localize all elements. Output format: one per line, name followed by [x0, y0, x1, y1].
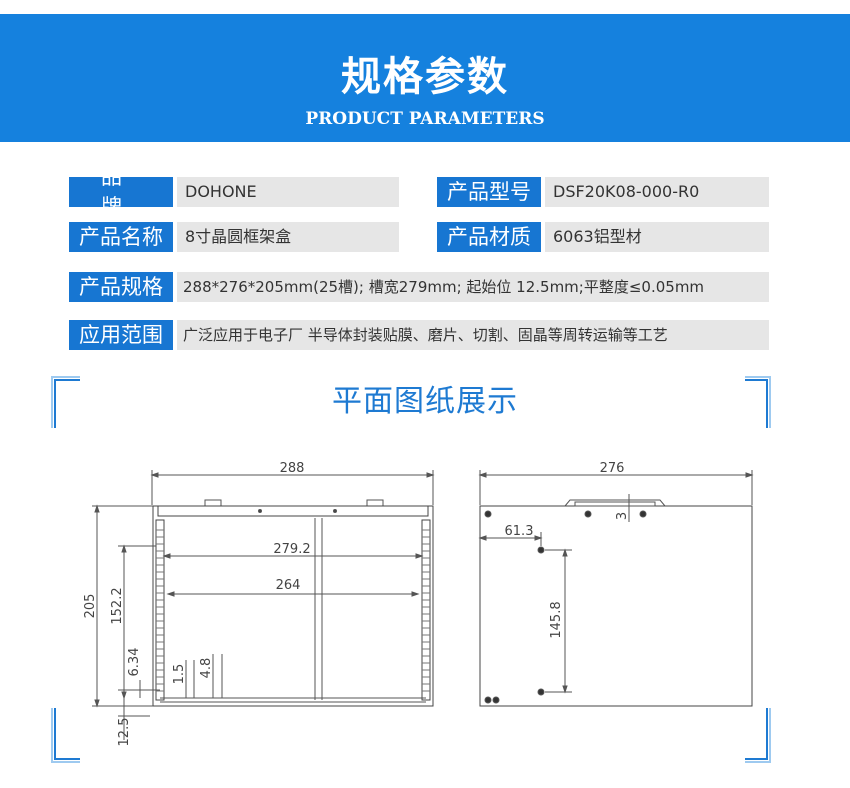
- material-label: 产品材质: [437, 222, 541, 252]
- dim-264: 264: [276, 578, 301, 593]
- page-title: 规格参数: [341, 54, 509, 100]
- page-subtitle: PRODUCT PARAMETERS: [305, 109, 545, 129]
- dim-152-2: 152.2: [110, 587, 125, 624]
- name-value: 8寸晶圆框架盒: [177, 222, 399, 252]
- dim-12-5: 12.5: [117, 718, 132, 747]
- dim-288: 288: [280, 461, 305, 476]
- dim-279-2: 279.2: [273, 542, 310, 557]
- drawing-section-title: 平面图纸展示: [332, 384, 518, 419]
- name-label: 产品名称: [69, 222, 173, 252]
- front-view: [92, 470, 435, 740]
- param-row-model: 产品型号 DSF20K08-000-R0: [437, 177, 769, 207]
- param-row-spec: 产品规格 288*276*205mm(25槽); 槽宽279mm; 起始位 12…: [69, 272, 769, 302]
- param-row-name: 产品名称 8寸晶圆框架盒: [69, 222, 399, 252]
- side-view: [478, 470, 754, 707]
- material-value: 6063铝型材: [545, 222, 769, 252]
- param-row-usage: 应用范围 广泛应用于电子厂 半导体封装贴膜、磨片、切割、固晶等周转运输等工艺: [69, 320, 769, 350]
- dim-276: 276: [600, 461, 625, 476]
- dim-205: 205: [83, 594, 98, 619]
- spec-label: 产品规格: [69, 272, 173, 302]
- model-label: 产品型号: [437, 177, 541, 207]
- dim-6-34: 6.34: [127, 648, 142, 677]
- usage-value: 广泛应用于电子厂 半导体封装贴膜、磨片、切割、固晶等周转运输等工艺: [177, 320, 769, 350]
- model-value: DSF20K08-000-R0: [545, 177, 769, 207]
- dim-61-3: 61.3: [505, 524, 534, 539]
- dim-3: 3: [615, 512, 630, 520]
- side-view-labels: 276 61.3 145.8 3: [505, 461, 630, 639]
- header-banner: 规格参数 PRODUCT PARAMETERS: [0, 14, 850, 142]
- front-view-labels: 288 279.2 264 205 152.2 6.34 1.5 4.8 12.…: [83, 461, 311, 746]
- spec-value: 288*276*205mm(25槽); 槽宽279mm; 起始位 12.5mm;…: [177, 272, 769, 302]
- corner-brackets: [51, 376, 771, 763]
- usage-label: 应用范围: [69, 320, 173, 350]
- dim-4-8: 4.8: [199, 658, 214, 679]
- dim-1-5: 1.5: [172, 664, 187, 685]
- param-row-material: 产品材质 6063铝型材: [437, 222, 769, 252]
- dim-145-8: 145.8: [549, 601, 564, 638]
- brand-value: DOHONE: [177, 177, 399, 207]
